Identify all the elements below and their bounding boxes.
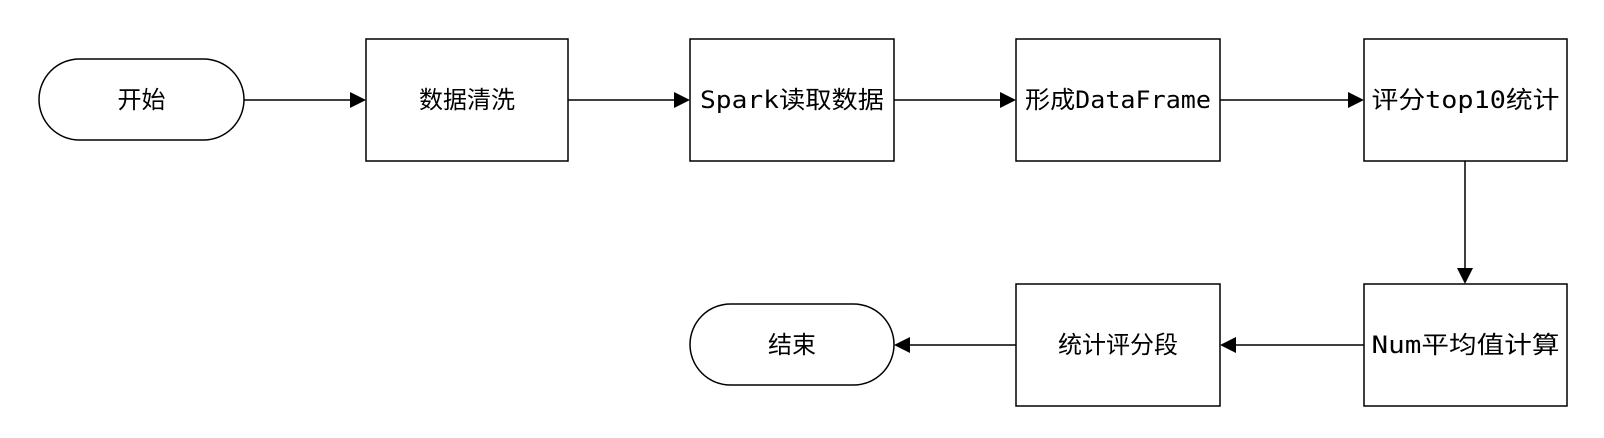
start-label: 开始 [118, 86, 166, 114]
edge-dataframe-to-top10 [1220, 92, 1364, 108]
node-spark-read: Spark读取数据 [689, 38, 895, 162]
start-terminator [38, 58, 245, 141]
rating-segments-box [1015, 283, 1221, 407]
data-cleaning-box [365, 38, 569, 162]
node-end: 结束 [689, 303, 895, 386]
edge-data-cleaning-to-spark-read [568, 92, 690, 108]
edge-num-average-to-rating-segments [1220, 337, 1364, 353]
data-cleaning-label: 数据清洗 [419, 86, 515, 114]
edge-rating-segments-to-end [894, 337, 1016, 353]
node-num-average: Num平均值计算 [1363, 283, 1568, 407]
spark-read-box [689, 38, 895, 162]
edge-start-to-data-cleaning [240, 92, 366, 108]
rating-segments-label: 统计评分段 [1058, 331, 1178, 359]
form-dataframe-box [1015, 38, 1221, 162]
node-rating-top10: 评分top10统计 [1363, 38, 1568, 162]
num-average-box [1363, 283, 1568, 407]
end-terminator [689, 303, 895, 386]
node-form-dataframe: 形成DataFrame [1015, 38, 1221, 162]
edges [240, 92, 1473, 353]
num-average-label: Num平均值计算 [1372, 331, 1560, 359]
rating-top10-label: 评分top10统计 [1372, 86, 1560, 114]
node-data-cleaning: 数据清洗 [365, 38, 569, 162]
rating-top10-box [1363, 38, 1568, 162]
form-dataframe-label: 形成DataFrame [1025, 86, 1211, 114]
end-label: 结束 [768, 331, 816, 359]
node-rating-segments: 统计评分段 [1015, 283, 1221, 407]
node-start: 开始 [38, 58, 245, 141]
spark-read-label: Spark读取数据 [700, 86, 884, 114]
edge-spark-read-to-dataframe [894, 92, 1016, 108]
edge-top10-to-num-average [1457, 161, 1473, 284]
